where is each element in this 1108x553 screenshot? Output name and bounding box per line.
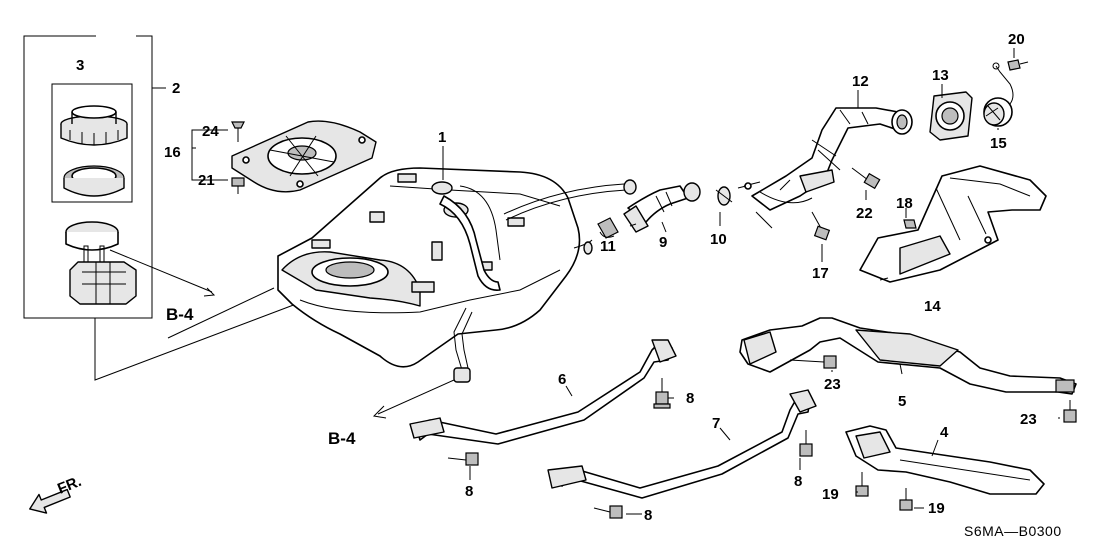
ref-b4-upper: B-4 — [166, 305, 194, 324]
bolt-22-part — [851, 167, 881, 190]
callout-9: 9 — [659, 234, 667, 251]
screw-24-part — [231, 121, 245, 142]
callout-5: 5 — [898, 393, 906, 410]
hose-clamp-11-part — [597, 217, 619, 239]
tank-strap-7-part — [547, 389, 817, 499]
callout-21: 21 — [198, 172, 215, 189]
callout-22: 22 — [856, 205, 873, 222]
fuel-lid-base-part — [929, 91, 973, 141]
bolt-21-part — [231, 177, 245, 194]
callout-1: 1 — [438, 129, 446, 146]
callout-3: 3 — [76, 57, 84, 74]
callout-16: 16 — [164, 144, 181, 161]
fuel-tank-part — [277, 167, 637, 383]
callout-13: 13 — [932, 67, 949, 84]
fuel-pump-module-part — [65, 221, 216, 305]
bolt-8-right-part — [799, 430, 813, 457]
callout-10: 10 — [710, 231, 727, 248]
callout-6: 6 — [558, 371, 566, 388]
callout-20: 20 — [1008, 31, 1025, 48]
tank-brace-5-part — [739, 317, 1077, 395]
callout-8-right: 8 — [794, 473, 802, 490]
tank-cover-plate-part — [231, 120, 377, 193]
diagram-code: S6MA—B0300 — [964, 523, 1062, 539]
bolt-8-lower-part — [593, 505, 623, 519]
bolt-19-right-part — [899, 488, 913, 511]
bolt-23-left-part — [789, 355, 837, 369]
callout-7: 7 — [712, 415, 720, 432]
callout-4: 4 — [940, 424, 949, 441]
fuel-pump-group — [23, 35, 313, 381]
callout-23-right: 23 — [1020, 411, 1037, 428]
ref-b4-lower: B-4 — [328, 429, 356, 448]
callout-23-left: 23 — [824, 376, 841, 393]
callout-2: 2 — [172, 80, 180, 97]
callout-18: 18 — [896, 195, 913, 212]
callouts: 1 2 3 4 5 6 7 8 8 8 8 9 10 11 12 13 14 1… — [76, 31, 1037, 524]
callout-19-left: 19 — [822, 486, 839, 503]
filler-pipe-part — [737, 107, 913, 229]
callout-15: 15 — [990, 135, 1007, 152]
front-label: FR. — [55, 473, 84, 498]
leader-lines — [442, 48, 1060, 515]
gasket-part — [63, 165, 125, 197]
callout-19-right: 19 — [928, 500, 945, 517]
lock-ring-part — [60, 105, 128, 146]
heat-shield-part — [859, 165, 1047, 283]
callout-17: 17 — [812, 265, 829, 282]
callout-8-left: 8 — [465, 483, 473, 500]
screw-20-part — [1007, 59, 1029, 71]
front-arrow-icon — [29, 488, 71, 514]
callout-12: 12 — [852, 73, 869, 90]
fuel-cap-part — [983, 62, 1014, 127]
bolt-17-part — [811, 211, 831, 241]
callout-14: 14 — [924, 298, 941, 315]
callout-8-lower: 8 — [644, 507, 652, 524]
callout-8-upper: 8 — [686, 390, 694, 407]
clip-18-part — [903, 219, 917, 229]
callout-11: 11 — [600, 238, 616, 255]
hose-clamp-10-part — [715, 186, 733, 206]
bolt-8-left-part — [447, 452, 479, 466]
bolt-8-upper-part — [653, 378, 671, 409]
tank-brace-4-part — [845, 425, 1045, 495]
bolt-19-left-part — [855, 472, 869, 497]
tank-strap-6-part — [409, 339, 677, 445]
bolt-23-right-part — [1063, 400, 1077, 423]
filler-hose-part — [623, 182, 701, 233]
callout-24: 24 — [202, 123, 219, 140]
